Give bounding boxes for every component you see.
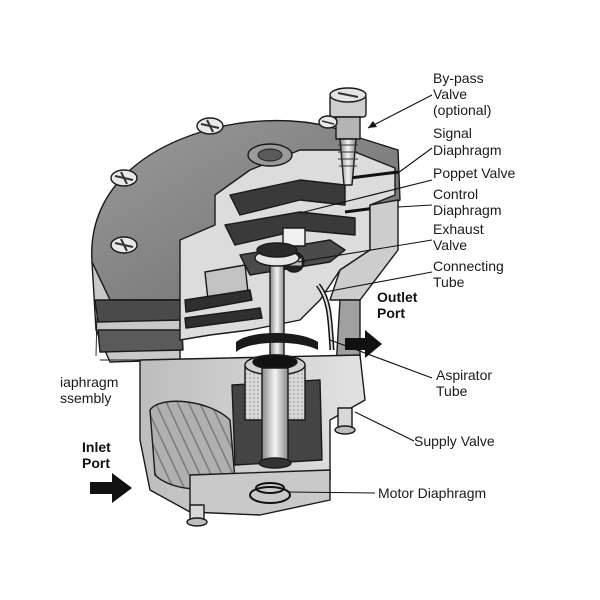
svg-text:Inlet: Inlet <box>82 439 111 455</box>
label-motor-diaphragm: Motor Diaphragm <box>378 485 486 501</box>
label-bypass-valve: By-pass Valve (optional) <box>433 70 491 118</box>
svg-text:Port: Port <box>377 305 405 321</box>
svg-text:Tube: Tube <box>436 383 468 399</box>
outlet-arrow <box>345 330 382 358</box>
inlet-arrow <box>90 473 132 503</box>
lower-body <box>139 333 366 527</box>
label-signal-diaphragm: Signal Diaphragm <box>433 125 501 158</box>
housing-screws <box>110 115 338 254</box>
base-bolt-left <box>186 504 208 527</box>
svg-text:Tube: Tube <box>433 274 465 290</box>
label-supply-valve: Supply Valve <box>414 433 495 449</box>
svg-text:ssembly: ssembly <box>60 390 111 406</box>
label-poppet-valve: Poppet Valve <box>433 165 515 181</box>
svg-text:Signal: Signal <box>433 125 472 141</box>
svg-text:Connecting: Connecting <box>433 258 504 274</box>
svg-text:Valve: Valve <box>433 237 467 253</box>
svg-text:Exhaust: Exhaust <box>433 221 484 237</box>
svg-text:iaphragm: iaphragm <box>60 374 118 390</box>
svg-text:Poppet Valve: Poppet Valve <box>433 165 515 181</box>
bypass-valve-part <box>329 87 367 186</box>
svg-text:Supply Valve: Supply Valve <box>414 433 495 449</box>
svg-text:Valve: Valve <box>433 86 467 102</box>
label-exhaust-valve: Exhaust Valve <box>433 221 484 253</box>
label-control-diaphragm: Control Diaphragm <box>433 186 501 218</box>
screw-right <box>318 115 338 129</box>
screw-lower <box>110 236 138 254</box>
svg-text:Motor Diaphragm: Motor Diaphragm <box>378 485 486 501</box>
label-diaphragm-assembly: iaphragm ssembly <box>60 374 118 406</box>
svg-text:Port: Port <box>82 455 110 471</box>
label-connecting-tube: Connecting Tube <box>433 258 504 290</box>
label-outlet-port: Outlet Port <box>377 289 418 321</box>
screw-top <box>196 117 224 135</box>
base-bolt-right <box>334 407 356 435</box>
svg-text:Control: Control <box>433 186 478 202</box>
svg-text:Outlet: Outlet <box>377 289 418 305</box>
screw-left <box>110 169 138 187</box>
svg-text:Aspirator: Aspirator <box>436 367 492 383</box>
svg-text:Diaphragm: Diaphragm <box>433 142 501 158</box>
leader-lines <box>287 94 433 494</box>
label-inlet-port: Inlet Port <box>82 439 111 471</box>
svg-text:By-pass: By-pass <box>433 70 484 86</box>
label-aspirator-tube: Aspirator Tube <box>436 367 492 399</box>
svg-text:(optional): (optional) <box>433 102 491 118</box>
svg-text:Diaphragm: Diaphragm <box>433 202 501 218</box>
